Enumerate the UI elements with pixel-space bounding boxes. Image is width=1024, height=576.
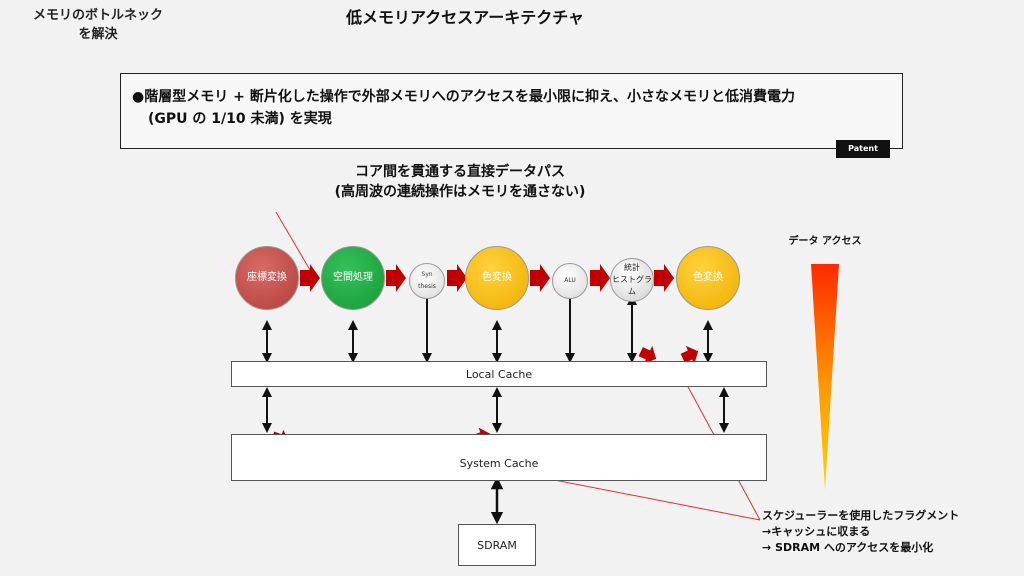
scheduler-note-line-1: スケジューラーを使用したフラグメント (762, 509, 960, 522)
data-path-title: コア間を貫通する直接データパス (高周波の連続操作はメモリを通さない) (250, 162, 670, 202)
node-color-transform-2: 色変換 (676, 246, 740, 310)
data-access-gradient (811, 264, 839, 490)
local-cache: Local Cache (231, 361, 767, 387)
callout-line-1: ●階層型メモリ + 断片化した操作で外部メモリへのアクセスを最小限に抑え、小さな… (132, 89, 795, 105)
callout-line-2: (GPU の 1/10 未満) を実現 (148, 111, 332, 127)
scheduler-note: スケジューラーを使用したフラグメント →キャッシュに収まる → SDRAM への… (762, 508, 1002, 556)
data-access-label: データ アクセス (788, 236, 862, 247)
data-path-title-line-2: (高周波の連続操作はメモリを通さない) (334, 184, 586, 200)
corner-note: メモリのボトルネック を解決 (32, 8, 163, 42)
node-alu: ALU (552, 263, 588, 299)
node-cache-arrows (262, 285, 713, 363)
patent-badge: Patent (836, 140, 890, 158)
slide-title: 低メモリアクセスアーキテクチャ (345, 8, 585, 27)
node-flow-arrows (300, 264, 674, 292)
callout-box (120, 73, 903, 149)
node-coordinate-transform: 座標変換 (235, 246, 299, 310)
system-cache: System Cache (231, 434, 767, 481)
node-spatial-processing: 空間処理 (321, 246, 385, 310)
data-path-title-line-1: コア間を貫通する直接データパス (355, 164, 565, 180)
scheduler-note-line-2: →キャッシュに収まる (762, 525, 871, 538)
node-synthesis: Syn thesis (409, 263, 445, 299)
node-color-transform-1: 色変換 (465, 246, 529, 310)
scheduler-note-line-3: → SDRAM へのアクセスを最小化 (762, 541, 934, 554)
node-statistics-histogram: 統計 ヒストグラム (610, 258, 654, 302)
cache-cache-arrows (262, 387, 729, 433)
callout-text: ●階層型メモリ + 断片化した操作で外部メモリへのアクセスを最小限に抑え、小さな… (132, 86, 892, 130)
sdram: SDRAM (458, 524, 536, 566)
path-title-pointer-line (275, 211, 311, 271)
